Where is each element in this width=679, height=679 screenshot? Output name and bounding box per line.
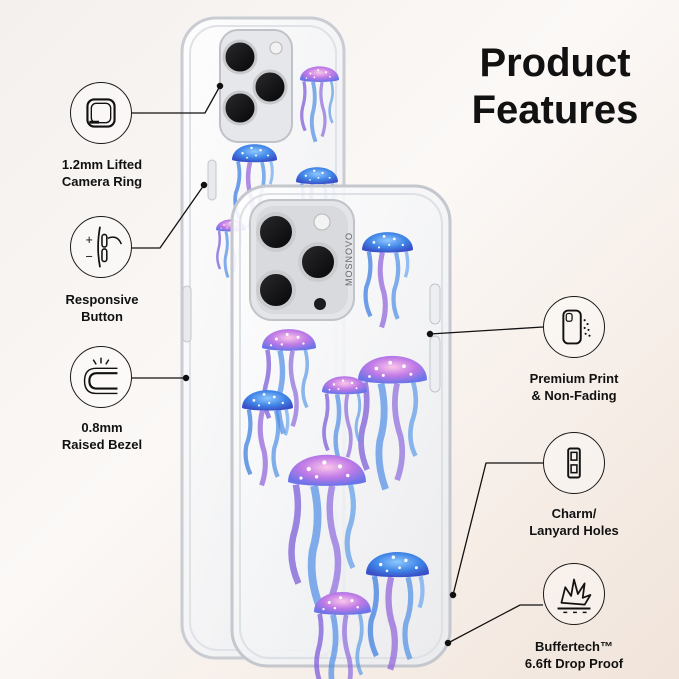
button-icon: + − bbox=[70, 216, 132, 278]
callout-lines bbox=[132, 82, 544, 647]
title-line-1: Product bbox=[479, 41, 631, 85]
svg-text:+: + bbox=[86, 233, 93, 247]
case-brand-text: MOSNOVO bbox=[344, 232, 354, 286]
print-icon bbox=[543, 296, 605, 358]
page-title: Product Features bbox=[440, 40, 670, 134]
feature-label-print: Premium Print & Non-Fading bbox=[529, 371, 619, 403]
feature-label-bezel: 0.8mm Raised Bezel bbox=[61, 420, 143, 452]
camera-ring-icon bbox=[70, 82, 132, 144]
feature-label-button: Responsive Button bbox=[65, 292, 139, 324]
title-line-2: Features bbox=[471, 88, 639, 132]
feature-label-drop-proof: Buffertech™ 6.6ft Drop Proof bbox=[524, 639, 624, 671]
feature-label-camera-ring: 1.2mm Lifted Camera Ring bbox=[61, 157, 143, 189]
front-phone-case: MOSNOVO bbox=[230, 184, 452, 679]
drop-proof-icon bbox=[543, 563, 605, 625]
bezel-icon bbox=[70, 346, 132, 408]
lanyard-hole-icon bbox=[543, 432, 605, 494]
feature-label-lanyard: Charm/ Lanyard Holes bbox=[529, 506, 619, 538]
svg-text:−: − bbox=[86, 250, 93, 264]
